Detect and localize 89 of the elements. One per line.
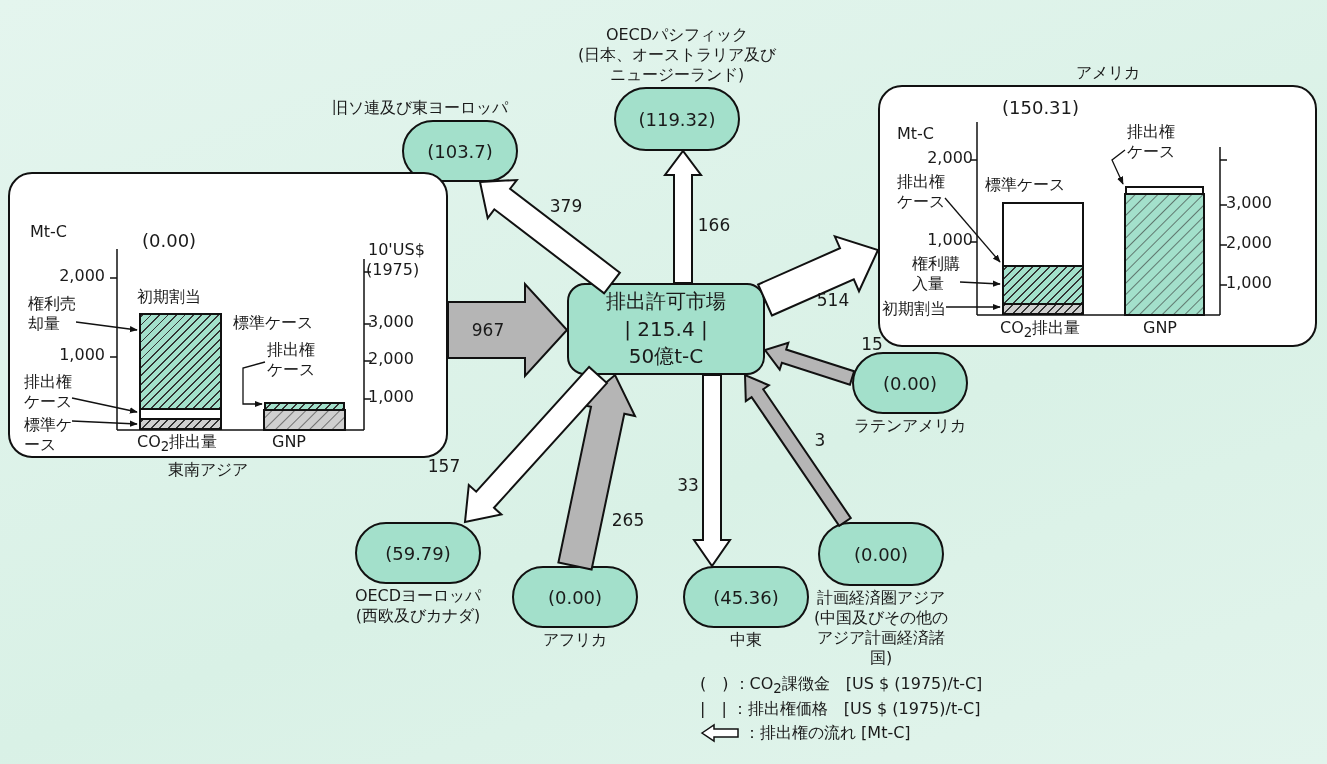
region-name: 東南アジア [168,460,248,480]
chart-label: 10'US$ [368,240,425,260]
levy-value: (59.79) [385,542,451,564]
chart-label: 2,000 [59,266,105,286]
bar-segment [1002,202,1084,267]
annotation-text: 排出権ケース [1127,122,1177,162]
leader-line [945,303,1001,311]
annotation-text: 権利購入量 [912,254,962,294]
bar-segment [1125,186,1204,195]
legend-text: ：排出権の流れ [Mt-C] [744,722,911,744]
flow-value: 15 [861,334,883,354]
levy-value: (103.7) [427,140,493,162]
annotation-text: 標準ケース [24,415,74,455]
region-name: (中国及びその他のアジア計画経済諸国) [812,608,950,668]
flow-arrow [447,281,569,379]
region-name: (西欧及びカナダ) [355,606,481,626]
region-name: アメリカ [1075,63,1140,83]
flow-value: 3 [814,430,826,450]
flow-arrow [743,373,853,528]
legend-text: | | ：排出権価格 [US $ (1975)/t-C] [700,698,981,720]
market-text: | 215.4 | [624,317,708,341]
levy-value: (119.32) [638,108,716,130]
chart-label: Mt-C [30,222,68,242]
region-name: OECDパシフィック [605,25,749,45]
leader-line [71,397,138,414]
chart-label: 1,000 [1226,273,1272,293]
flow-value: 379 [549,196,583,216]
chart-label: (1975) [366,260,420,280]
chart-label: GNP [272,432,306,452]
chart-label: 3,000 [1226,193,1272,213]
flow-value: 166 [697,215,731,235]
region-name: OECDヨーロッパ [354,586,482,606]
annotation-text: 権利売却量 [28,294,78,334]
annotation-text: 排出権ケース [24,372,74,412]
leader-line [944,197,1001,263]
legend-text: ( ) ：CO$_{2}$課徴金 [US $ (1975)/t-C] [700,673,983,697]
market-box [567,283,765,375]
bar-segment [139,418,222,430]
leader-line [71,420,138,427]
chart-label: CO$_{2}$排出量 [137,432,218,457]
flow-value: 157 [427,456,461,476]
flow-arrow [478,178,622,295]
chart-label: 標準ケース [985,175,1065,195]
levy-value: (45.36) [713,586,779,608]
market-text: 排出許可市場 [606,288,726,315]
chart-label: 1,000 [368,387,414,407]
region-name: ラテンアメリカ [854,416,966,436]
levy-value: (0.00) [853,543,909,565]
region-name: アフリカ [543,630,607,650]
levy-value: (0.00) [547,586,603,608]
chart-label: 2,000 [927,148,973,168]
flow-arrow [692,374,732,568]
bar-segment [139,313,222,410]
chart-label: 1,000 [927,230,973,250]
leader-line [75,321,138,333]
flow-value: 33 [677,475,699,495]
region-name: 中東 [730,630,762,650]
chart-label: 1,000 [59,345,105,365]
flow-arrow [663,149,703,284]
flow-arrow [463,365,609,524]
region-name: 計画経済圏アジア [817,588,945,608]
levy-value: (150.31) [1002,97,1080,118]
region-name: 旧ソ連及び東ヨーロッパ [332,98,508,118]
market-text: 50億t-C [628,343,704,370]
chart-label: 2,000 [368,349,414,369]
flow-arrow [557,373,637,571]
flow-arrow [763,341,856,386]
bar-segment [1002,303,1084,315]
chart-label: GNP [1143,318,1177,338]
chart-label: CO$_{2}$排出量 [1000,318,1081,343]
leader-line [959,280,1001,287]
annotation-text: 排出権ケース [267,340,317,380]
flow-value: 967 [471,320,505,340]
chart-label: Mt-C [897,124,935,144]
bar-segment [1002,265,1084,305]
levy-value: (0.00) [142,230,197,251]
region-name: (日本、オーストラリア及びニュージーランド) [576,45,778,85]
chart-label: 2,000 [1226,233,1272,253]
flow-arrow [756,234,880,317]
flow-value: 514 [816,290,850,310]
leader-line [1111,149,1126,185]
chart-label: 標準ケース [233,313,313,333]
chart-label: 3,000 [368,312,414,332]
flow-value: 265 [611,510,645,530]
annotation-text: 初期割当 [882,299,948,319]
leader-line [242,361,266,408]
annotation-text: 排出権ケース [897,172,947,212]
levy-value: (0.00) [882,372,938,394]
bar-segment [264,402,345,411]
